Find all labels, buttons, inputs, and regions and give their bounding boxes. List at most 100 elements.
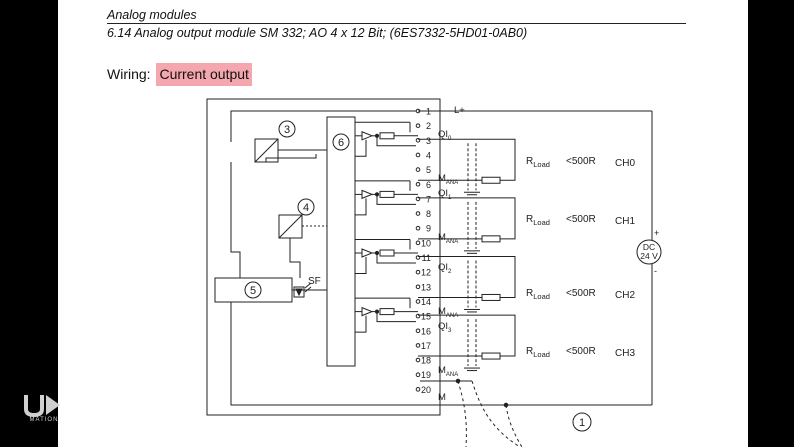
terminal-point (415, 372, 421, 378)
rload-label: RLoad (526, 156, 550, 169)
terminal-number: 8 (426, 209, 431, 219)
output-stages (355, 121, 418, 333)
callout-1-circle (572, 412, 592, 432)
terminal-point (415, 269, 421, 275)
terminal-number: 11 (422, 253, 431, 263)
terminal-number: 20 (421, 385, 431, 395)
load-resistor (481, 352, 501, 360)
wiring-highlight: Current output (156, 63, 252, 86)
terminal-number: 15 (421, 312, 431, 322)
dc-supply-line1: DC (643, 242, 655, 252)
section-title: Analog modules (107, 8, 197, 22)
load-limit: <500R (566, 288, 596, 299)
terminal-point (415, 387, 421, 392)
internal-wire-left (230, 162, 241, 278)
load-wire (418, 256, 516, 298)
converter-block-4-diagonal (278, 214, 303, 239)
sense-wire (355, 139, 367, 157)
feedback-wire (376, 311, 416, 323)
terminal-point (415, 240, 421, 246)
terminal-number: 19 (421, 370, 431, 380)
load-limit: <500R (566, 346, 596, 357)
terminal-number: 6 (426, 180, 431, 190)
label-qi2: QI2 (438, 262, 452, 275)
callout-5-circle (244, 281, 262, 299)
shunt-resistor (379, 190, 395, 198)
dac-block-6 (326, 116, 356, 367)
converter-block-3-diagonal (254, 138, 279, 163)
rload-label: RLoad (526, 214, 550, 227)
load-resistor (481, 293, 501, 301)
feedback-wire (376, 135, 416, 147)
terminal-number: 13 (421, 282, 431, 292)
label-mana-18: MANA (438, 365, 458, 378)
m-dashed (505, 404, 523, 447)
module-outline (206, 98, 441, 416)
load-wire (418, 197, 516, 240)
ground-dashed-1 (457, 380, 467, 447)
terminal-point (415, 225, 421, 231)
terminal-point (415, 357, 421, 363)
sense-wire (355, 198, 367, 216)
load-wire (418, 314, 516, 357)
terminal-number: 10 (421, 238, 431, 248)
dc-supply-plus: + (654, 228, 659, 238)
dc-supply-circle (636, 239, 662, 265)
callout-4-circle (297, 198, 315, 216)
channel-name: CH2 (615, 290, 635, 301)
terminal-point (415, 181, 421, 187)
rload-label: RLoad (526, 288, 550, 301)
terminal-number: 17 (421, 341, 431, 351)
sf-led-box (293, 286, 305, 298)
feedback-wire (376, 194, 416, 205)
channel-name: CH0 (615, 158, 635, 169)
amplifier-triangle (361, 248, 374, 258)
channel-name: CH1 (615, 216, 635, 227)
load-limit: <500R (566, 214, 596, 225)
rload-label: RLoad (526, 346, 550, 359)
internal-wire-top (230, 110, 418, 142)
sense-wire (355, 315, 367, 333)
label-mana-14: MANA (438, 306, 458, 319)
load-limit: <500R (566, 156, 596, 167)
callout-5: 5 (250, 285, 256, 297)
sense-wire (355, 257, 367, 274)
load-wire (418, 138, 516, 181)
sf-led-ray (304, 282, 312, 289)
callout-3: 3 (284, 124, 290, 136)
terminal-point (415, 299, 421, 304)
logo: MATION (20, 393, 68, 427)
load-resistor (481, 235, 501, 243)
amplifier-triangle (361, 306, 374, 317)
terminal-number: 16 (421, 326, 431, 336)
shunt-resistor (379, 308, 395, 316)
terminal-number: 5 (426, 165, 431, 175)
callout-1: 1 (579, 417, 585, 429)
channel-name: CH3 (615, 348, 635, 359)
terminal-number: 12 (421, 268, 431, 278)
terminal-point (415, 167, 421, 172)
terminal-number: 7 (426, 194, 431, 204)
terminal-point (415, 211, 421, 216)
terminal-number: 14 (421, 297, 431, 307)
callout-4: 4 (303, 202, 309, 214)
terminal-number: 3 (426, 136, 431, 146)
terminal-point (415, 328, 421, 334)
wiring-heading: Wiring: Current output (107, 63, 252, 86)
shunt-resistor (379, 132, 395, 140)
terminal-number: 18 (421, 356, 431, 366)
wiring-label: Wiring: (107, 66, 151, 82)
internal-wire-bottom (230, 302, 418, 406)
internal-wire-conv3-ground (265, 154, 317, 162)
sf-label: SF (308, 276, 321, 287)
terminal-point (415, 123, 421, 128)
dc-supply-minus: - (654, 266, 657, 276)
label-mana-6: MANA (438, 173, 458, 186)
callout-6: 6 (338, 137, 344, 149)
logo-text: MATION (29, 417, 59, 423)
label-qi3: QI3 (438, 321, 452, 334)
amplifier-triangle (361, 189, 374, 200)
callout-3-circle (278, 120, 296, 138)
